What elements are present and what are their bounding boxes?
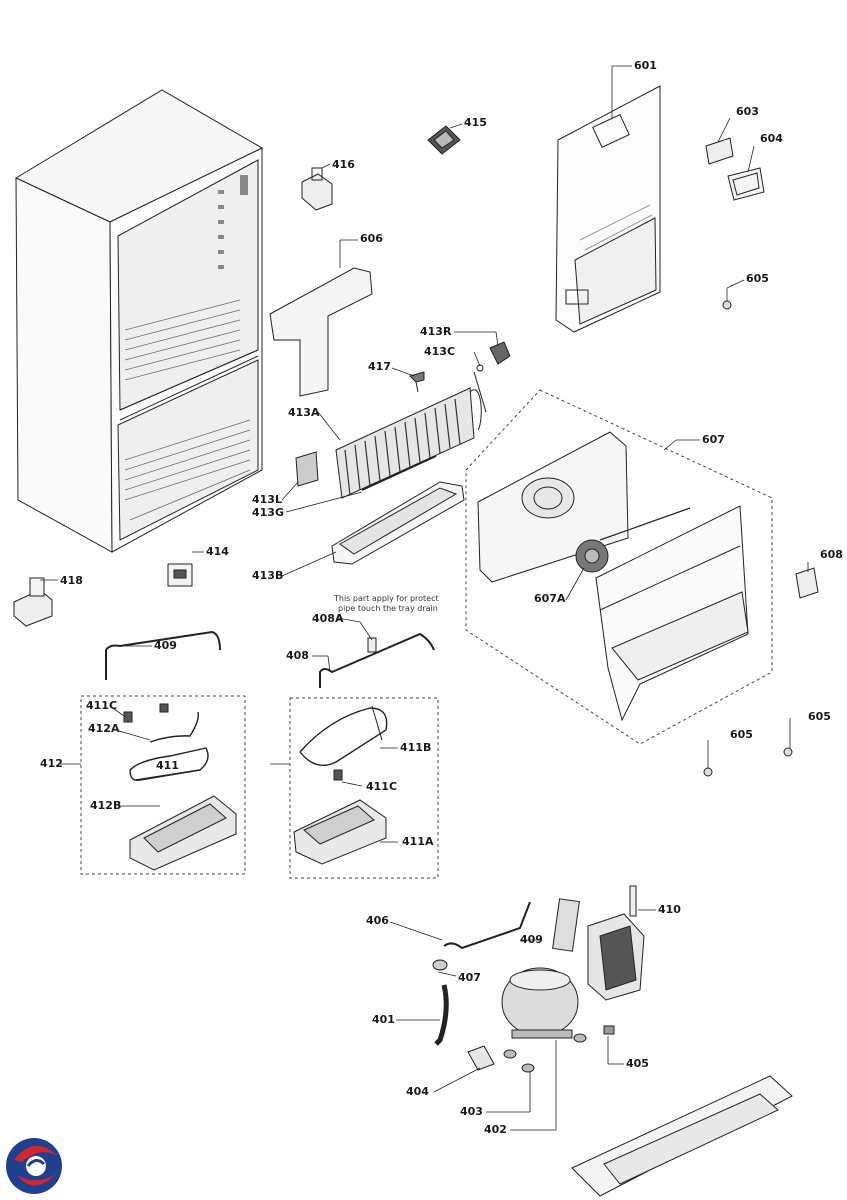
pipe-409-lower — [552, 898, 580, 952]
label-415: 415 — [464, 116, 487, 129]
fan-cover-607 — [595, 505, 749, 722]
cap-605-top — [722, 300, 732, 310]
refrigerator-cabinet — [14, 89, 264, 553]
box-411 — [289, 697, 439, 879]
cover-plate-603 — [705, 137, 734, 165]
label-411C-left: 411C — [86, 699, 118, 712]
note-408A-line2: pipe touch the tray drain — [338, 604, 438, 613]
label-608 — [795, 567, 819, 599]
evaporator-413A — [335, 371, 487, 499]
label-413C: 413C — [424, 345, 456, 358]
drain-tray-413B — [331, 481, 465, 565]
label-402: 402 — [484, 1123, 507, 1136]
label-411: 411 — [156, 759, 179, 772]
clip-411C-left — [123, 711, 133, 723]
drain-pan-412B — [129, 795, 237, 871]
label-412A: 412A — [88, 722, 120, 735]
label-412: 412 — [40, 757, 63, 770]
part-413R — [489, 341, 511, 365]
part-405 — [603, 1025, 615, 1035]
fan-assembly-box — [465, 389, 773, 745]
part-410 — [629, 885, 637, 917]
part-414 — [167, 563, 193, 587]
brand-logo — [6, 1138, 62, 1194]
heater-411-left — [129, 711, 209, 781]
part-416 — [301, 167, 333, 211]
note-408A-line1: This part apply for protect — [334, 594, 439, 603]
label-416: 416 — [332, 158, 355, 171]
heater-411B — [299, 705, 388, 766]
label-408A: 408A — [312, 612, 344, 625]
label-413A: 413A — [288, 406, 320, 419]
label-410: 410 — [658, 903, 681, 916]
part-418 — [13, 577, 53, 627]
part-417 — [409, 371, 425, 393]
fan-motor-607A — [575, 507, 691, 573]
label-406: 406 — [366, 914, 389, 927]
relay-box — [587, 913, 645, 1001]
label-413R: 413R — [420, 325, 452, 338]
drain-hose-401 — [434, 984, 449, 1046]
label-408: 408 — [286, 649, 309, 662]
pipe-409 — [105, 630, 221, 680]
sleeve-408A — [367, 637, 377, 653]
cap-605-mid — [703, 767, 713, 777]
label-418: 418 — [60, 574, 83, 587]
box-412 — [80, 695, 246, 875]
label-412B: 412B — [90, 799, 122, 812]
label-404: 404 — [406, 1085, 429, 1098]
label-605-right: 605 — [808, 710, 831, 723]
label-411A: 411A — [402, 835, 434, 848]
cover-plate-604 — [727, 167, 765, 201]
label-603: 603 — [736, 105, 759, 118]
label-413G: 413G — [252, 506, 284, 519]
label-608: 608 — [820, 548, 843, 561]
grommet-407 — [432, 959, 448, 971]
label-607A: 607A — [534, 592, 566, 605]
label-604: 604 — [760, 132, 783, 145]
heater-413G — [361, 455, 437, 491]
duct-606 — [269, 267, 373, 397]
label-407: 407 — [458, 971, 481, 984]
cap-605-right — [783, 747, 793, 757]
part-413L — [295, 451, 319, 487]
clip-404 — [467, 1045, 495, 1071]
label-409-upper: 409 — [154, 639, 177, 652]
bolts-403 — [503, 1033, 587, 1073]
label-405: 405 — [626, 1057, 649, 1070]
label-413B: 413B — [252, 569, 284, 582]
clip-411C-right — [333, 769, 343, 781]
drain-pan-411A — [293, 799, 387, 865]
pipe-408 — [319, 632, 435, 688]
label-607: 607 — [702, 433, 725, 446]
part-415 — [427, 125, 461, 155]
back-cover-panel — [555, 85, 661, 333]
label-411C-right: 411C — [366, 780, 398, 793]
pipe-406 — [443, 901, 531, 950]
leader-lines — [40, 65, 809, 1131]
label-601: 601 — [634, 59, 657, 72]
compressor-402 — [501, 967, 579, 1039]
label-403: 403 — [460, 1105, 483, 1118]
label-411B: 411B — [400, 741, 432, 754]
clip-small-top — [159, 703, 169, 713]
label-401: 401 — [372, 1013, 395, 1026]
label-413L: 413L — [252, 493, 282, 506]
label-409-lower: 409 — [520, 933, 543, 946]
label-414: 414 — [206, 545, 229, 558]
label-417: 417 — [368, 360, 391, 373]
base-plate — [571, 1075, 793, 1197]
label-606: 606 — [360, 232, 383, 245]
label-605-mid: 605 — [730, 728, 753, 741]
label-605-top: 605 — [746, 272, 769, 285]
